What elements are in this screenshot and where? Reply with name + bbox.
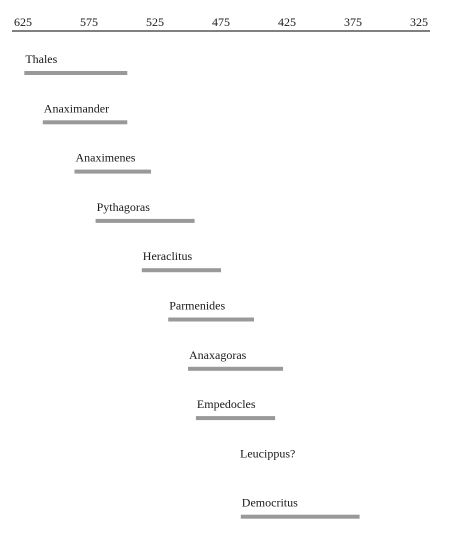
philosopher-row: Thales — [24, 52, 128, 75]
philosopher-name: Heraclitus — [143, 249, 193, 263]
lifespan-bar — [240, 514, 360, 519]
philosopher-row: Parmenides — [168, 299, 254, 322]
philosopher-name: Pythagoras — [97, 200, 151, 214]
lifespan-bar — [168, 317, 254, 322]
philosopher-name: Anaximenes — [75, 151, 135, 165]
axis-tick-label: 325 — [410, 15, 428, 29]
philosopher-row: Heraclitus — [141, 249, 221, 273]
philosopher-row: Anaxagoras — [188, 348, 284, 371]
philosopher-row: Pythagoras — [95, 200, 195, 223]
philosopher-name: Empedocles — [197, 397, 256, 411]
axis-tick-label: 525 — [146, 15, 164, 29]
philosopher-name: Anaxagoras — [189, 348, 247, 362]
axis-tick-label: 575 — [80, 15, 98, 29]
philosopher-row: Leucippus? — [240, 446, 295, 460]
philosopher-row: Empedocles — [195, 397, 276, 421]
philosopher-row: Anaximander — [42, 101, 128, 125]
philosopher-name: Democritus — [242, 496, 298, 510]
lifespan-bar — [74, 169, 152, 174]
lifespan-bar — [188, 366, 284, 371]
axis-tick-label: 425 — [278, 15, 296, 29]
axis-tick-label: 475 — [212, 15, 230, 29]
lifespan-bar — [195, 416, 276, 421]
lifespan-bar — [42, 120, 128, 125]
axis-tick-label: 625 — [14, 15, 32, 29]
philosopher-row: Anaximenes — [74, 151, 152, 174]
philosopher-rows: ThalesAnaximanderAnaximenesPythagorasHer… — [24, 52, 360, 519]
philosopher-name: Anaximander — [44, 101, 109, 115]
lifespan-bar — [141, 268, 221, 273]
year-axis: 625 575 525 475 425 375 325 — [12, 15, 430, 32]
lifespan-bar — [95, 218, 195, 223]
philosopher-name: Parmenides — [169, 299, 225, 313]
lifespan-bar — [24, 71, 128, 75]
philosopher-name: Leucippus? — [240, 446, 295, 460]
axis-tick-label: 375 — [344, 15, 362, 29]
philosopher-row: Democritus — [240, 496, 360, 519]
philosopher-name: Thales — [25, 52, 57, 66]
